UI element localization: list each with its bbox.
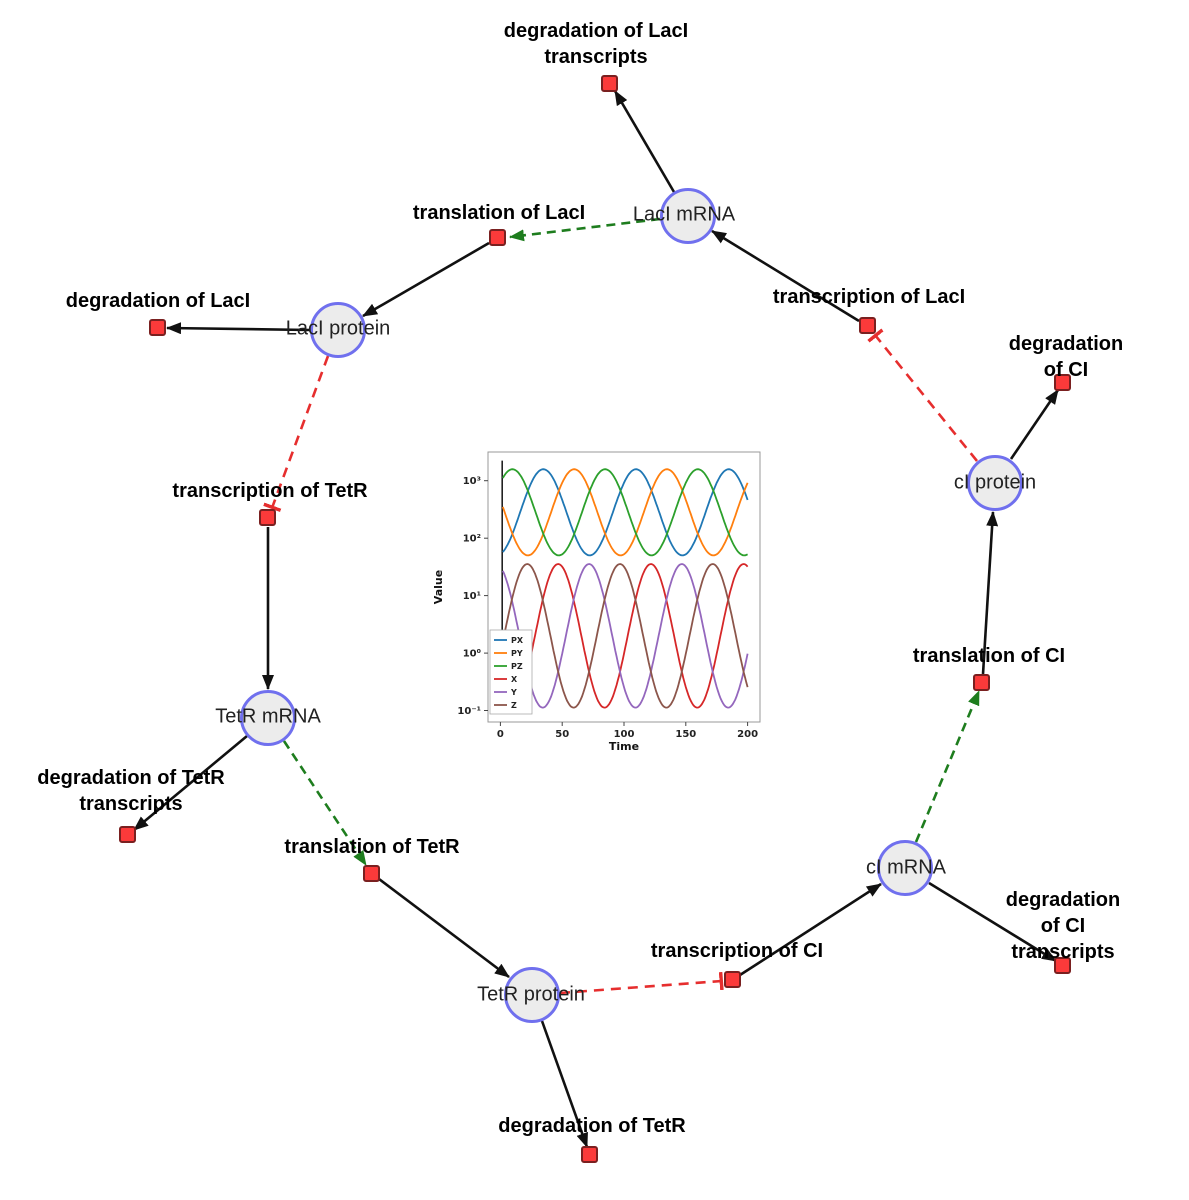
svg-text:100: 100 (614, 729, 635, 740)
node-tetr-protein[interactable] (504, 967, 560, 1023)
node-laci-protein[interactable] (310, 302, 366, 358)
svg-text:10³: 10³ (463, 476, 481, 487)
edge-tetr-protein-to-deg-tetr (540, 1020, 589, 1148)
edge-transcription-laci-to-laci-mrna (711, 229, 860, 323)
svg-text:200: 200 (737, 729, 758, 740)
edge-inhibition-tetr-protein-to-transcription-ci (559, 971, 724, 995)
svg-text:Time: Time (609, 740, 639, 753)
svg-text:Value: Value (432, 570, 445, 604)
edge-inhibition-laci-protein-to-transcription-tetr (263, 355, 330, 513)
reaction-deg-ci[interactable] (1054, 374, 1071, 391)
svg-text:10⁻¹: 10⁻¹ (457, 706, 481, 717)
reaction-deg-tetr-transcripts[interactable] (119, 826, 136, 843)
edge-modifier-laci-mrna-to-translation (509, 217, 661, 242)
edge-translation-laci-to-laci-protein (362, 241, 490, 318)
reaction-translation-laci[interactable] (489, 229, 506, 246)
edge-modifier-tetr-mrna-to-translation (282, 740, 368, 866)
edge-ci-mrna-to-deg-transcripts (928, 881, 1057, 963)
svg-text:0: 0 (497, 729, 504, 740)
edge-laci-mrna-to-deg-transcripts (613, 90, 676, 193)
svg-text:PY: PY (511, 649, 523, 658)
reaction-transcription-tetr[interactable] (259, 509, 276, 526)
reaction-transcription-ci[interactable] (724, 971, 741, 988)
edge-ci-protein-to-deg-ci (1009, 389, 1060, 460)
svg-text:50: 50 (555, 729, 569, 740)
reaction-translation-tetr[interactable] (363, 865, 380, 882)
svg-text:X: X (511, 675, 518, 684)
node-tetr-mrna[interactable] (240, 690, 296, 746)
inset-chart: 0 50 100 150 200 10⁻¹ 10⁰ 10¹ 10² 10³ PX PY PZ XYZ Tim… (428, 438, 776, 760)
edge-modifier-ci-mrna-to-translation (914, 690, 981, 843)
node-ci-protein[interactable] (967, 455, 1023, 511)
edge-laci-protein-to-deg-laci (166, 322, 311, 335)
svg-text:Z: Z (511, 701, 517, 710)
reaction-deg-tetr[interactable] (581, 1146, 598, 1163)
node-laci-mrna[interactable] (660, 188, 716, 244)
svg-text:PZ: PZ (511, 662, 523, 671)
svg-text:10¹: 10¹ (463, 591, 481, 602)
edge-translation-tetr-to-tetr-protein (378, 877, 510, 979)
reaction-deg-laci[interactable] (149, 319, 166, 336)
edge-transcription-ci-to-ci-mrna (739, 882, 882, 977)
node-ci-mrna[interactable] (877, 840, 933, 896)
edge-translation-ci-to-ci-protein (981, 511, 999, 675)
edge-inhibition-ci-protein-to-transcription-laci (867, 328, 979, 462)
svg-text:10²: 10² (463, 534, 481, 545)
reaction-deg-ci-transcripts[interactable] (1054, 957, 1071, 974)
svg-text:PX: PX (511, 636, 524, 645)
reaction-translation-ci[interactable] (973, 674, 990, 691)
reaction-transcription-laci[interactable] (859, 317, 876, 334)
svg-text:Y: Y (510, 688, 517, 697)
reaction-deg-laci-transcripts[interactable] (601, 75, 618, 92)
svg-text:150: 150 (675, 729, 696, 740)
svg-text:10⁰: 10⁰ (463, 649, 481, 660)
edge-tetr-mrna-to-deg-transcripts (133, 735, 248, 831)
